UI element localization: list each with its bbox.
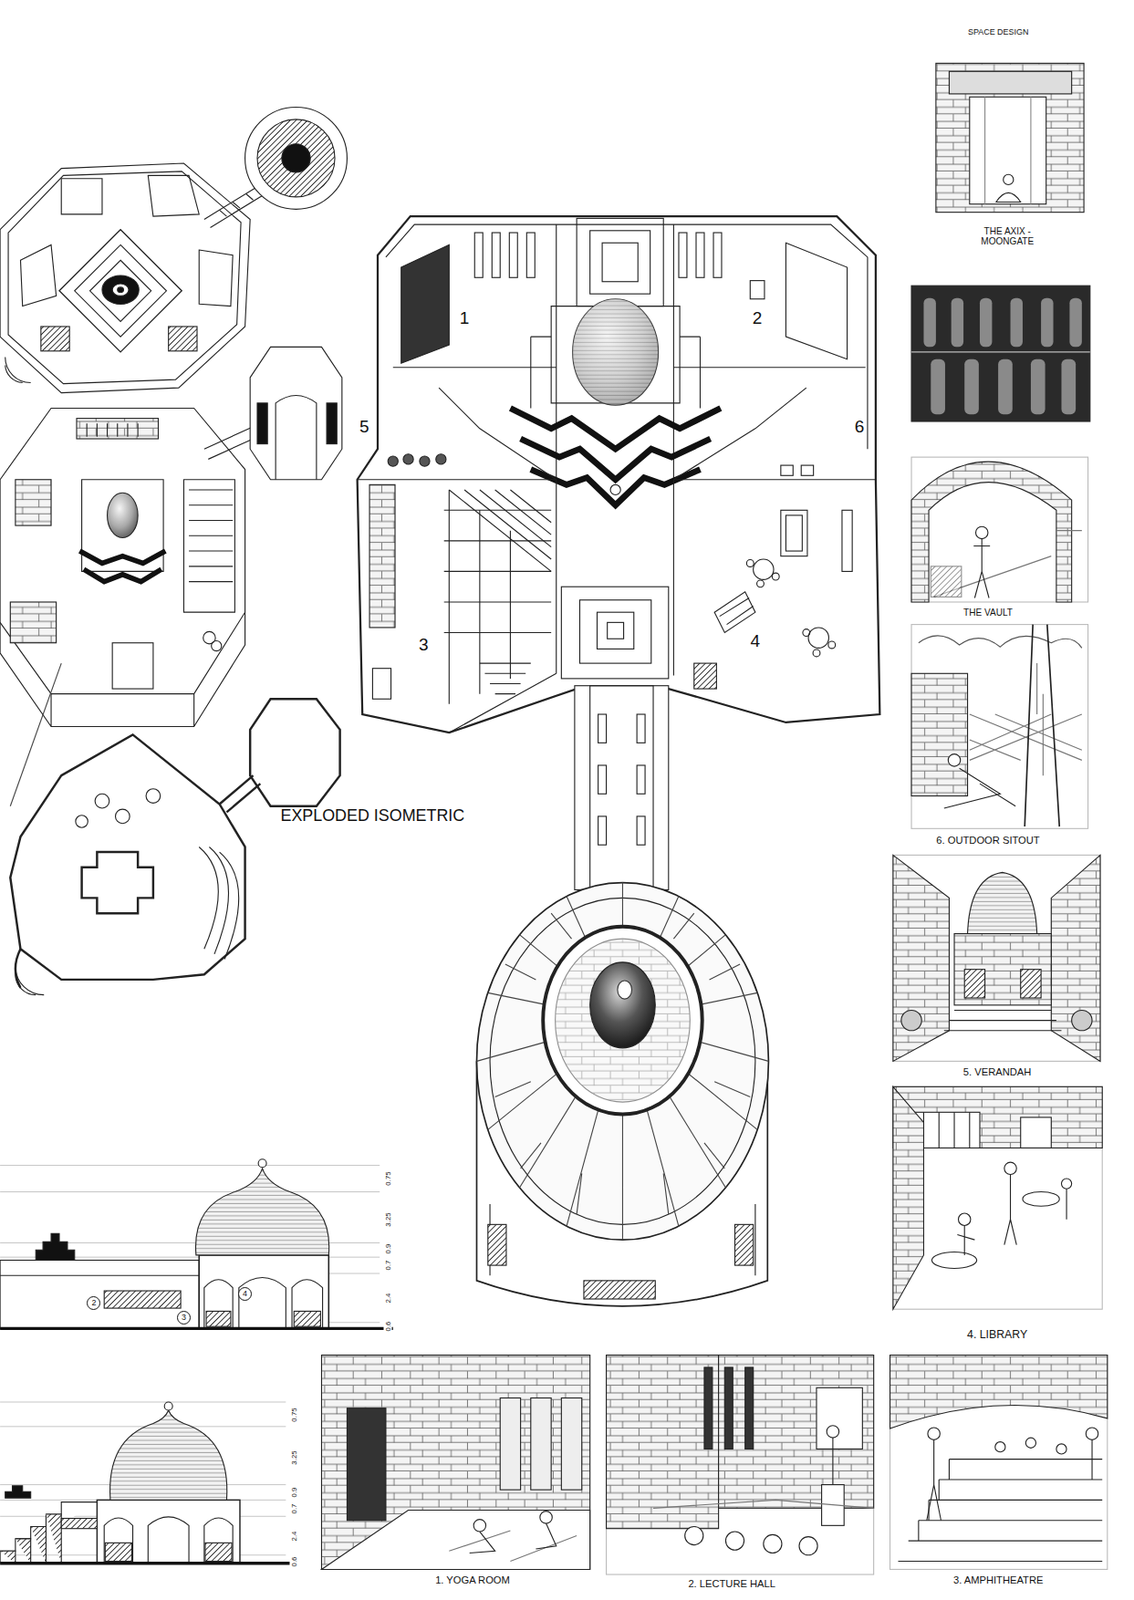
callout-number: 4 bbox=[749, 631, 763, 652]
sketch-caption: 2. LECTURE HALL bbox=[687, 1578, 776, 1591]
dimension: 0.75 bbox=[290, 1405, 299, 1424]
callout-number: 1 bbox=[457, 308, 472, 329]
dimension: 0.9 bbox=[384, 1242, 393, 1257]
sheet-heading: SPACE DESIGN bbox=[967, 27, 1029, 37]
drawing-title: EXPLODED ISOMETRIC bbox=[280, 806, 465, 826]
dimension: 0.7 bbox=[384, 1258, 393, 1273]
dimension: 0.75 bbox=[384, 1170, 393, 1188]
callout-number: 3 bbox=[181, 1313, 187, 1322]
dimension: 0.7 bbox=[290, 1501, 299, 1516]
dimension: 0.6 bbox=[290, 1554, 299, 1569]
sketch-caption: THE AXIX - MOONGATE bbox=[967, 226, 1050, 248]
callout-number: 5 bbox=[357, 416, 372, 437]
dimension: 3.25 bbox=[384, 1210, 393, 1228]
circled-callout: 3 bbox=[176, 1310, 191, 1325]
dimension: 0.9 bbox=[290, 1485, 299, 1499]
sketch-caption: 1. YOGA ROOM bbox=[435, 1573, 510, 1586]
callout-number: 2 bbox=[750, 308, 765, 329]
sketch-caption: 5. VERANDAH bbox=[963, 1065, 1032, 1078]
dimension: 2.4 bbox=[384, 1291, 393, 1306]
sketch-caption: 3. AMPHITHEATRE bbox=[953, 1573, 1044, 1586]
sketch-caption: THE VAULT bbox=[963, 608, 1013, 620]
callout-number: 4 bbox=[242, 1290, 248, 1299]
dimension: 2.4 bbox=[290, 1529, 299, 1543]
sketch-caption: 4. LIBRARY bbox=[967, 1328, 1028, 1342]
callout-number: 2 bbox=[91, 1299, 96, 1308]
dimension: 3.25 bbox=[290, 1448, 299, 1467]
sketch-caption: 6. OUTDOOR SITOUT bbox=[936, 833, 1040, 846]
dimension: 0.6 bbox=[384, 1320, 393, 1334]
callout-number: 3 bbox=[416, 634, 431, 656]
callout-number: 6 bbox=[853, 416, 867, 437]
